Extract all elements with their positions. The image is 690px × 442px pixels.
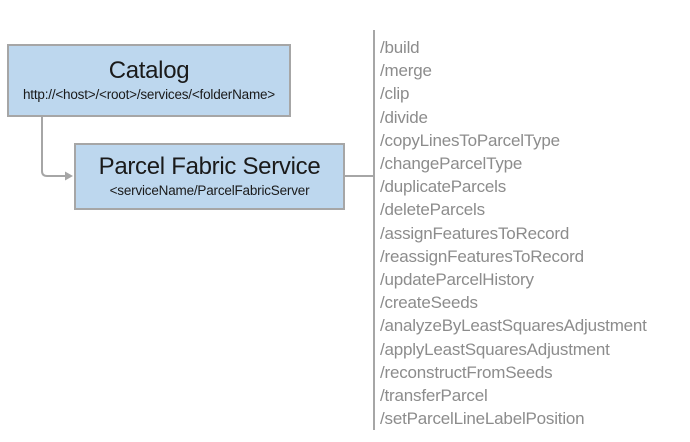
catalog-title: Catalog	[108, 57, 190, 84]
service-url-pattern: <serviceName/ParcelFabricServer	[109, 183, 310, 198]
catalog-node: Catalog http://<host>/<root>/services/<f…	[7, 44, 291, 117]
catalog-to-service-connector	[41, 117, 66, 177]
endpoint-item: /reconstructFromSeeds	[380, 362, 553, 382]
endpoint-item: /changeParcelType	[380, 154, 523, 174]
endpoint-item: /reassignFeaturesToRecord	[380, 246, 584, 266]
endpoint-item: /copyLinesToParcelType	[380, 130, 560, 150]
endpoint-item: /updateParcelHistory	[380, 270, 534, 290]
endpoint-item: /divide	[380, 107, 428, 127]
endpoint-item: /analyzeByLeastSquaresAdjustment	[380, 316, 647, 336]
endpoint-item: /assignFeaturesToRecord	[380, 223, 570, 243]
arrowhead-icon	[65, 171, 73, 181]
endpoint-item: /deleteParcels	[380, 200, 485, 220]
endpoint-item: /createSeeds	[380, 293, 478, 313]
endpoint-item: /setParcelLineLabelPosition	[380, 409, 585, 429]
catalog-url-pattern: http://<host>/<root>/services/<folderNam…	[23, 87, 275, 102]
service-title: Parcel Fabric Service	[98, 153, 321, 180]
parcel-fabric-service-node: Parcel Fabric Service <serviceName/Parce…	[74, 143, 345, 210]
endpoint-item: /duplicateParcels	[380, 177, 507, 197]
endpoint-item: /transferParcel	[380, 386, 488, 406]
endpoint-item: /applyLeastSquaresAdjustment	[380, 339, 610, 359]
endpoint-item: /build	[380, 38, 420, 57]
endpoint-list: /build/merge/clip/divide/copyLinesToParc…	[380, 36, 680, 430]
endpoint-item: /clip	[380, 84, 410, 104]
endpoint-item: /merge	[380, 61, 432, 81]
